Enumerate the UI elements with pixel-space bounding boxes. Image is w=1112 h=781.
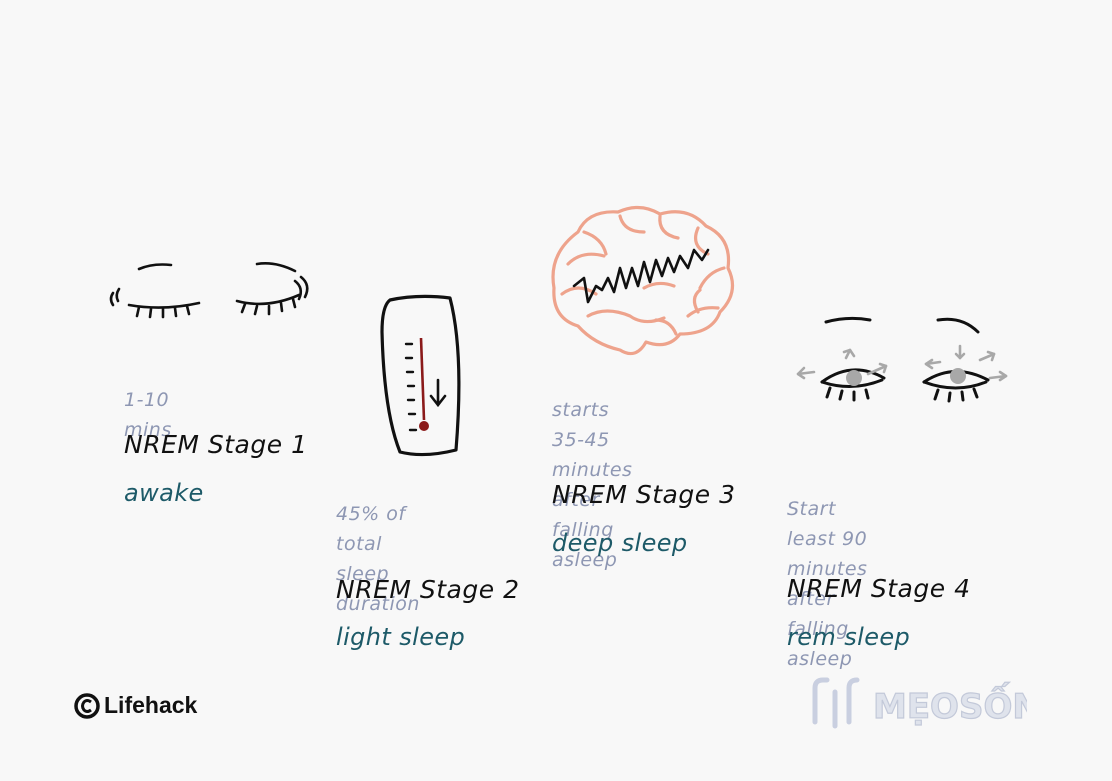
lifehack-logo-icon bbox=[74, 692, 100, 719]
lifehack-logo: Lifehack bbox=[74, 692, 197, 719]
lifehack-logo-text: Lifehack bbox=[104, 692, 198, 718]
brain-waves-icon bbox=[551, 205, 735, 356]
moving-eyes-icon bbox=[796, 316, 1008, 403]
stage-2-duration: 45% of total sleep duration bbox=[336, 503, 420, 615]
stage-2-title: NREM Stage 2 bbox=[336, 575, 520, 604]
stage-3-label: deep sleep bbox=[552, 529, 688, 557]
stage-4-timing: Start least 90 minutes after falling asl… bbox=[787, 498, 868, 670]
stage-4-label: rem sleep bbox=[787, 623, 911, 651]
closed-eyes-icon bbox=[109, 262, 309, 319]
stage-2-label: light sleep bbox=[336, 623, 466, 651]
thermometer-down-icon bbox=[380, 294, 461, 457]
svg-text:MẸOSỐNG: MẸOSỐNG bbox=[873, 682, 1027, 727]
stage-4-title: NREM Stage 4 bbox=[787, 574, 971, 603]
stage-1-duration: 1-10 mins bbox=[124, 389, 172, 441]
stage-3-title: NREM Stage 3 bbox=[552, 480, 736, 509]
stage-1-title: NREM Stage 1 bbox=[124, 430, 308, 459]
stage-1-label: awake bbox=[124, 479, 204, 507]
meosong-watermark: MẸOSỐNG bbox=[812, 677, 1027, 729]
stage-3-timing: starts 35-45 minutes after falling aslee… bbox=[552, 399, 633, 571]
